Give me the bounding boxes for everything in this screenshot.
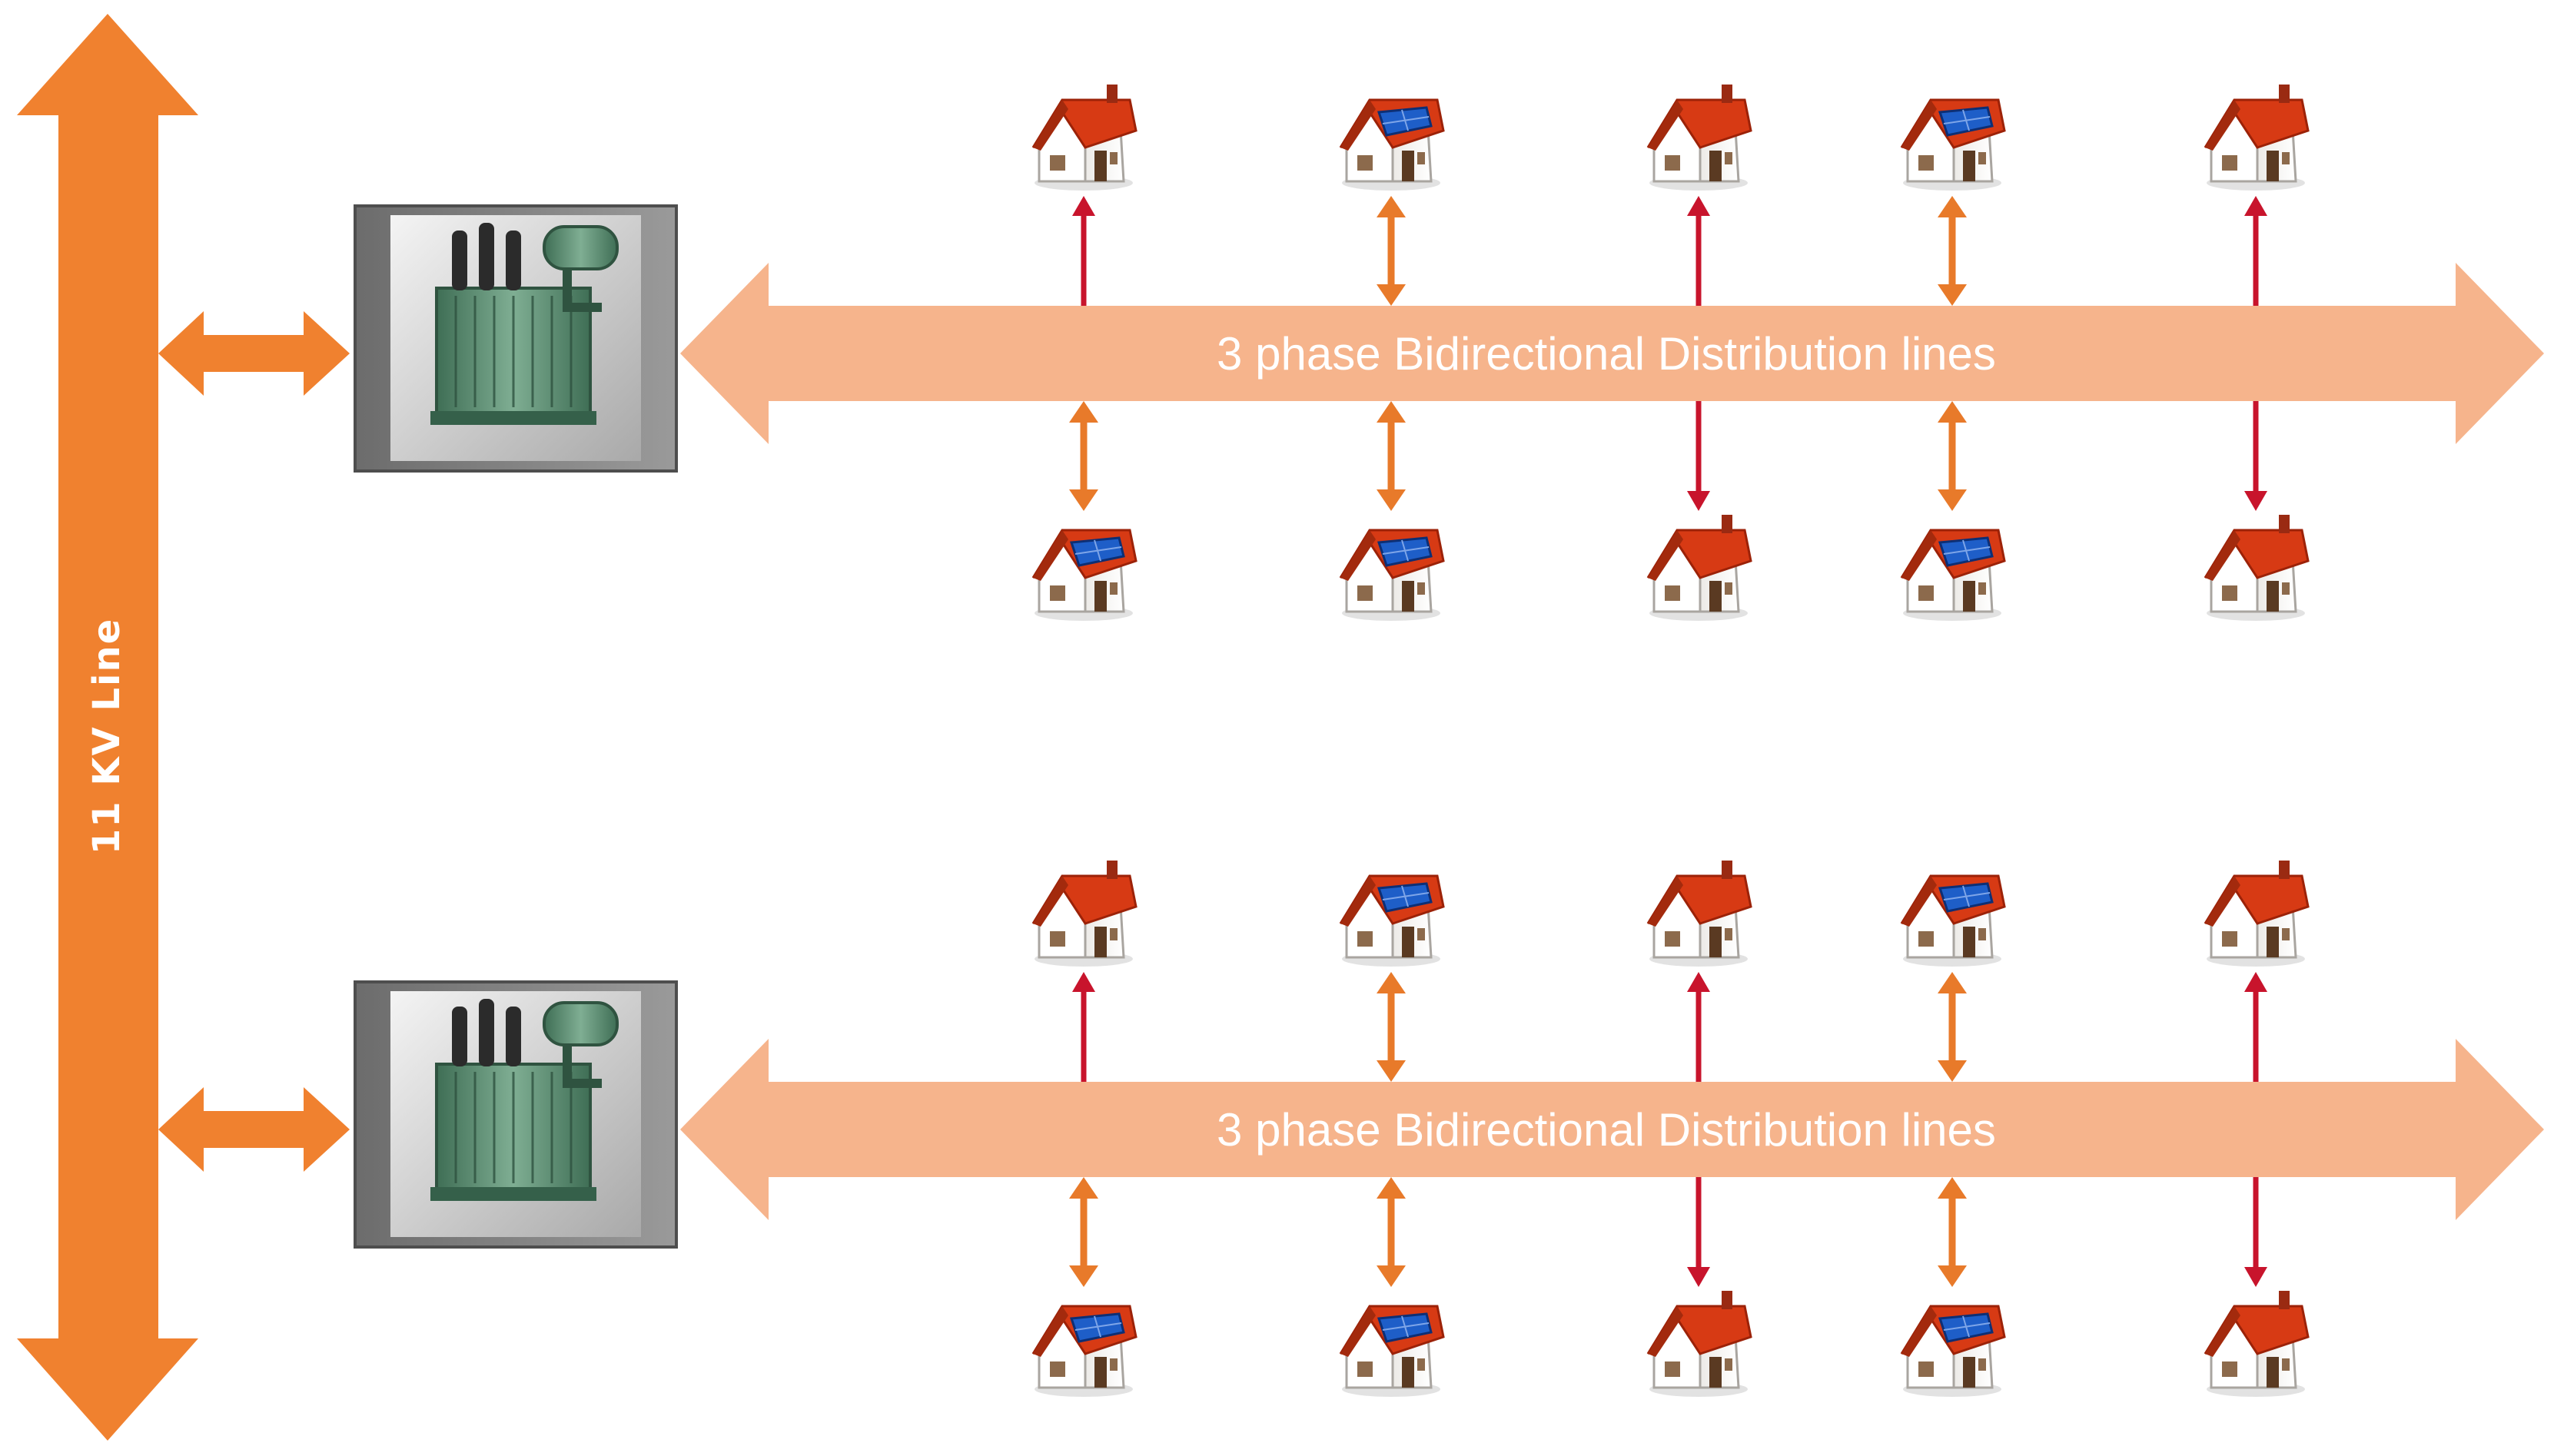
consumption-arrow <box>2244 972 2267 1082</box>
solar-house-icon <box>1339 1305 1445 1398</box>
house-top-4 <box>1900 98 2006 306</box>
house-bottom-5 <box>2204 401 2310 622</box>
distribution-line-label: 3 phase Bidirectional Distribution lines <box>1217 1104 1996 1156</box>
consumption-arrow <box>2244 401 2267 511</box>
house-top-3 <box>1646 859 1752 1082</box>
house-icon <box>2204 859 2310 968</box>
house-icon <box>1646 513 1752 622</box>
house-bottom-3 <box>1646 1177 1752 1398</box>
main-line-arrow <box>17 14 198 1441</box>
solar-house-icon <box>1031 529 1138 622</box>
house-icon <box>2204 1289 2310 1398</box>
solar-house-icon <box>1900 98 2006 192</box>
house-icon <box>1646 1289 1752 1398</box>
consumption-arrow <box>1072 972 1095 1082</box>
house-top-5 <box>2204 859 2310 1082</box>
house-bottom-2 <box>1339 1177 1445 1398</box>
bidirectional-arrow <box>1938 1177 1967 1287</box>
solar-house-icon <box>1339 874 1445 968</box>
feeder-2: 3 phase Bidirectional Distribution lines <box>158 859 2544 1398</box>
house-top-1 <box>1031 83 1138 306</box>
house-icon <box>2204 513 2310 622</box>
bidirectional-arrow <box>1377 401 1406 511</box>
transformer-connector-arrow <box>158 1087 350 1172</box>
bidirectional-arrow <box>1377 196 1406 306</box>
bidirectional-arrow <box>1377 972 1406 1082</box>
house-icon <box>1646 859 1752 968</box>
transformer-box <box>354 980 678 1249</box>
consumption-arrow <box>1687 972 1710 1082</box>
bidirectional-arrow <box>1938 972 1967 1082</box>
house-bottom-2 <box>1339 401 1445 622</box>
transformer-connector-arrow <box>158 311 350 396</box>
house-bottom-3 <box>1646 401 1752 622</box>
house-icon <box>1031 859 1138 968</box>
house-bottom-1 <box>1031 401 1138 622</box>
bidirectional-arrow <box>1938 401 1967 511</box>
consumption-arrow <box>2244 1177 2267 1287</box>
consumption-arrow <box>1687 1177 1710 1287</box>
main-line-11kv: 11 KV Line <box>17 14 198 1441</box>
solar-house-icon <box>1339 98 1445 192</box>
consumption-arrow <box>1072 196 1095 306</box>
house-top-4 <box>1900 874 2006 1082</box>
bidirectional-arrow <box>1377 1177 1406 1287</box>
house-top-2 <box>1339 98 1445 306</box>
house-top-1 <box>1031 859 1138 1082</box>
distribution-line-label: 3 phase Bidirectional Distribution lines <box>1217 328 1996 380</box>
house-bottom-1 <box>1031 1177 1138 1398</box>
house-bottom-4 <box>1900 1177 2006 1398</box>
house-bottom-4 <box>1900 401 2006 622</box>
house-top-5 <box>2204 83 2310 306</box>
house-top-2 <box>1339 874 1445 1082</box>
solar-house-icon <box>1031 1305 1138 1398</box>
distribution-line-arrow: 3 phase Bidirectional Distribution lines <box>680 263 2544 444</box>
solar-house-icon <box>1339 529 1445 622</box>
solar-house-icon <box>1900 1305 2006 1398</box>
bidirectional-arrow <box>1938 196 1967 306</box>
consumption-arrow <box>1687 196 1710 306</box>
feeder-1: 3 phase Bidirectional Distribution lines <box>158 83 2544 622</box>
bidirectional-arrow <box>1069 401 1098 511</box>
house-bottom-5 <box>2204 1177 2310 1398</box>
house-top-3 <box>1646 83 1752 306</box>
transformer-box <box>354 204 678 473</box>
main-line-label: 11 KV Line <box>85 618 128 854</box>
solar-house-icon <box>1900 874 2006 968</box>
distribution-line-arrow: 3 phase Bidirectional Distribution lines <box>680 1039 2544 1220</box>
consumption-arrow <box>2244 196 2267 306</box>
house-icon <box>2204 83 2310 192</box>
house-icon <box>1646 83 1752 192</box>
consumption-arrow <box>1687 401 1710 511</box>
house-icon <box>1031 83 1138 192</box>
bidirectional-arrow <box>1069 1177 1098 1287</box>
solar-house-icon <box>1900 529 2006 622</box>
